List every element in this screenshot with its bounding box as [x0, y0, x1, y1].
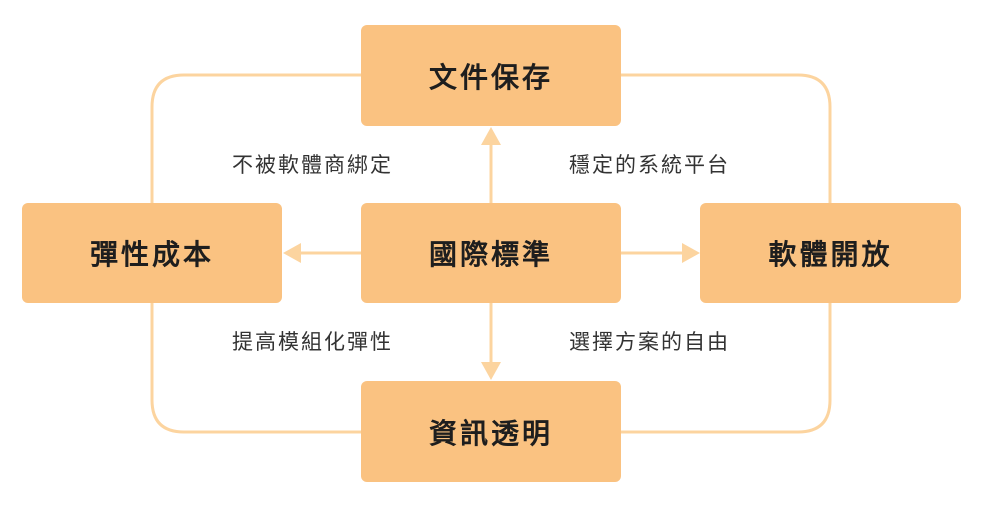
node-right-software-openness: 軟體開放	[700, 203, 961, 303]
connector-bottom-left	[150, 302, 362, 434]
node-left-flexible-cost: 彈性成本	[22, 203, 282, 303]
edge-label-top-right: 穩定的系統平台	[569, 153, 730, 177]
node-center-international-standard: 國際標準	[361, 203, 621, 303]
edge-label-bottom-left: 提高模組化彈性	[232, 330, 393, 354]
node-top-document-preservation: 文件保存	[361, 25, 621, 126]
edge-label-top-left: 不被軟體商綁定	[232, 153, 393, 177]
node-bottom-information-transparency: 資訊透明	[361, 381, 621, 482]
node-top-label: 文件保存	[428, 60, 553, 94]
edge-label-bottom-right: 選擇方案的自由	[569, 330, 730, 354]
connector-bottom-right	[621, 302, 832, 434]
node-center-label: 國際標準	[428, 238, 553, 271]
arrow-up-head	[481, 127, 501, 145]
arrow-right-head	[682, 243, 700, 263]
node-right-label: 軟體開放	[768, 238, 893, 271]
arrow-down-head	[481, 362, 501, 380]
connector-top-left	[150, 73, 362, 204]
connector-top-right	[621, 73, 832, 204]
node-left-label: 彈性成本	[89, 238, 214, 271]
node-bottom-label: 資訊透明	[428, 416, 553, 450]
arrow-left-head	[283, 243, 301, 263]
